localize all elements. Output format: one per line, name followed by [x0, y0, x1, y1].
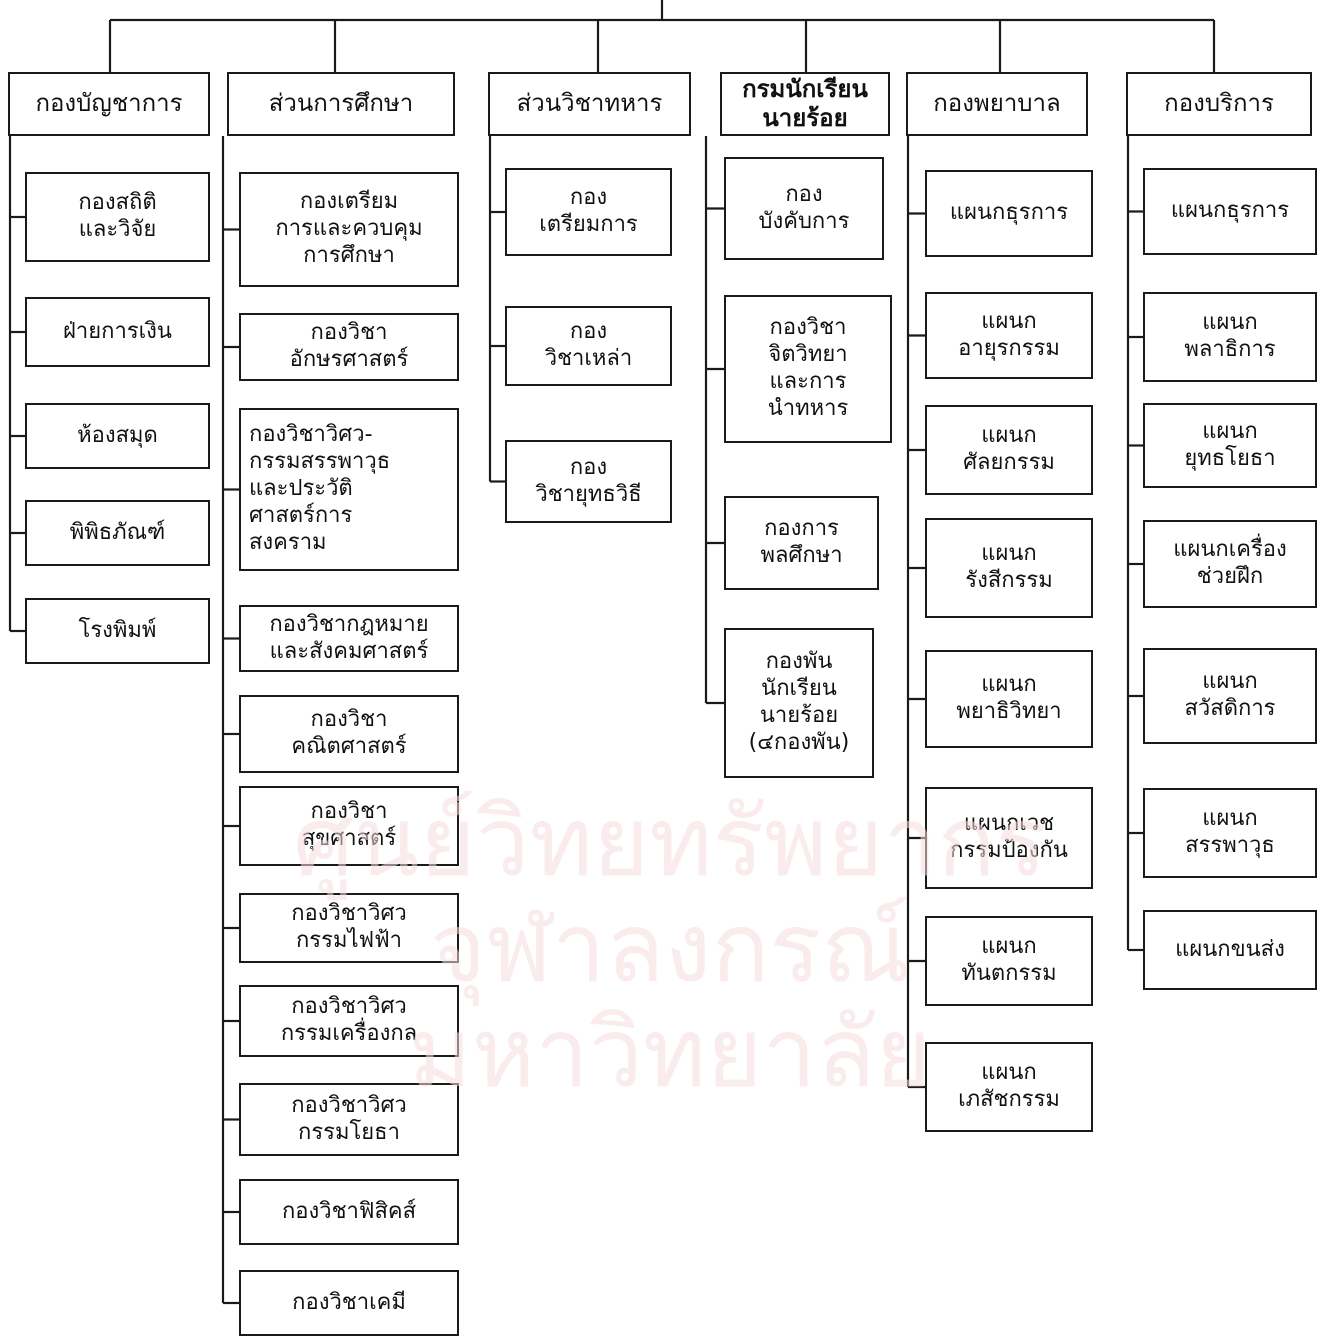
box-preventive-medicine: แผนกเวช กรรมป้องกัน: [925, 787, 1093, 889]
box-tactics: กอง วิชายุทธวิธี: [505, 440, 672, 523]
box-hygiene: กองวิชา สุขศาสตร์: [239, 786, 459, 866]
box-mechanical-eng: กองวิชาวิศว กรรมเครื่องกล: [239, 985, 459, 1057]
box-command: กอง บังคับการ: [724, 157, 884, 260]
box-ordnance-history: กองวิชาวิศว- กรรมสรรพาวุธ และประวัติ ศาส…: [239, 408, 459, 571]
box-humanities: กองวิชา อักษรศาสตร์: [239, 313, 459, 381]
box-education-planning: กองเตรียม การและควบคุม การศึกษา: [239, 172, 459, 287]
box-electrical-eng: กองวิชาวิศว กรรมไฟฟ้า: [239, 893, 459, 963]
box-pathology: แผนก พยาธิวิทยา: [925, 650, 1093, 748]
box-transport: แผนกขนส่ง: [1143, 910, 1317, 990]
box-engineering-works: แผนก ยุทธโยธา: [1143, 403, 1317, 488]
box-radiology: แผนก รังสีกรรม: [925, 518, 1093, 618]
box-med-admin: แผนกธุรการ: [925, 170, 1093, 257]
header-services: กองบริการ: [1126, 72, 1312, 136]
header-military-studies: ส่วนวิชาทหาร: [488, 72, 691, 136]
box-cadet-battalion: กองพัน นักเรียน นายร้อย (๔กองพัน): [724, 628, 874, 778]
box-preparation: กอง เตรียมการ: [505, 168, 672, 256]
box-quartermaster: แผนก พลาธิการ: [1143, 292, 1317, 382]
box-finance: ฝ่ายการเงิน: [25, 297, 210, 367]
header-headquarters: กองบัญชาการ: [8, 72, 210, 136]
box-svc-admin: แผนกธุรการ: [1143, 168, 1317, 255]
box-museum: พิพิธภัณฑ์: [25, 500, 210, 566]
header-cadet-regiment: กรมนักเรียน นายร้อย: [720, 72, 890, 136]
box-mathematics: กองวิชา คณิตศาสตร์: [239, 695, 459, 773]
box-welfare: แผนก สวัสดิการ: [1143, 648, 1317, 744]
box-training-aids: แผนกเครื่อง ช่วยฝึก: [1143, 520, 1317, 608]
box-psychology-leadership: กองวิชา จิตวิทยา และการ นำทหาร: [724, 295, 892, 443]
box-dentistry: แผนก ทันตกรรม: [925, 916, 1093, 1006]
box-law-social: กองวิชากฎหมาย และสังคมศาสตร์: [239, 605, 459, 672]
box-statistics-research: กองสถิติ และวิจัย: [25, 172, 210, 262]
header-education: ส่วนการศึกษา: [227, 72, 455, 136]
watermark-text: ศูนย์วิทยทรัพยากร จุฬาลงกรณ์มหาวิทยาลัย: [292, 786, 1048, 1110]
box-pharmacy: แผนก เภสัชกรรม: [925, 1042, 1093, 1132]
box-branch-studies: กอง วิชาเหล่า: [505, 306, 672, 386]
box-physics: กองวิชาฟิสิคส์: [239, 1179, 459, 1245]
box-ordnance: แผนก สรรพาวุธ: [1143, 788, 1317, 878]
box-civil-eng: กองวิชาวิศว กรรมโยธา: [239, 1083, 459, 1156]
header-medical: กองพยาบาล: [906, 72, 1088, 136]
box-internal-medicine: แผนก อายุรกรรม: [925, 292, 1093, 379]
box-surgery: แผนก ศัลยกรรม: [925, 405, 1093, 495]
box-printing-house: โรงพิมพ์: [25, 598, 210, 664]
box-library: ห้องสมุด: [25, 403, 210, 469]
box-chemistry: กองวิชาเคมี: [239, 1270, 459, 1336]
box-physical-education: กองการ พลศึกษา: [724, 496, 879, 590]
